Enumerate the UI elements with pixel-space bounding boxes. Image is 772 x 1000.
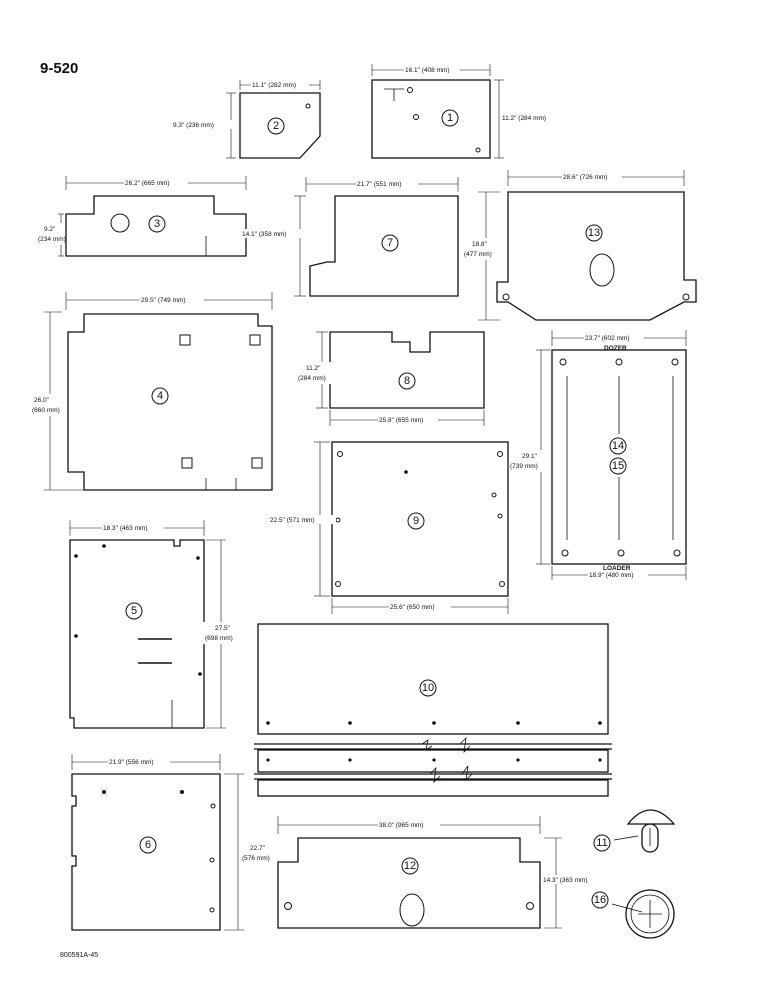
p14-height-mm: (739 mm)	[510, 463, 538, 470]
panel-12: 38.0" (965 mm) 14.3" (363 mm) 12	[277, 816, 608, 929]
p8-width-dim: 25.8" (655 mm)	[379, 417, 424, 424]
p1-height-dim: 11.2" (284 mm)	[502, 115, 546, 122]
p12-width-dim: 38.0" (965 mm)	[379, 822, 424, 829]
p9-width-dim: 25.6" (650 mm)	[390, 604, 435, 611]
p5-height-mm: (698 mm)	[205, 635, 233, 642]
p14-width-dim: 23.7" (602 mm)	[585, 335, 630, 342]
p5-height-in: 27.5"	[215, 625, 231, 632]
panel-1: 16.1" (408 mm) 11.2" (284 mm) 1	[371, 64, 546, 159]
panel-8: 11.2" (284 mm) 25.8" (655 mm) 8	[296, 331, 485, 426]
callout-2: 2	[273, 120, 279, 132]
panel-13: 28.6" (726 mm) 18.8" (477 mm) 13	[462, 170, 697, 321]
p4-height-mm: (660 mm)	[32, 407, 60, 414]
panel-14-15: 23.7" (602 mm) DOZER 29.1" (739 mm) LOAD…	[508, 330, 687, 580]
p14-height-in: 29.1"	[522, 453, 538, 460]
p6-height-mm: (576 mm)	[242, 855, 270, 862]
page-number: 9-520	[40, 60, 79, 77]
p13-width-dim: 28.6" (726 mm)	[563, 174, 608, 181]
panel-9: 22.5" (571 mm) 25.6" (650 mm) 9	[268, 441, 509, 614]
dozer-label: DOZER	[604, 345, 627, 352]
p12-height-dim: 14.3" (363 mm)	[543, 877, 588, 884]
callout-14: 14	[612, 440, 624, 452]
callout-15: 15	[612, 460, 624, 472]
callout-13: 13	[588, 227, 600, 239]
callout-9: 9	[413, 515, 419, 527]
callout-3: 3	[154, 218, 160, 230]
p4-height-in: 26.0"	[34, 397, 50, 404]
p2-height-dim: 9.3" (236 mm)	[173, 122, 214, 129]
callout-4: 4	[157, 390, 163, 402]
callout-12: 12	[404, 860, 416, 872]
p3-height-in: 9.2"	[44, 226, 56, 233]
p7-width-dim: 21.7" (551 mm)	[357, 181, 402, 188]
panel-3: 26.2" (665 mm) 9.2" (234 mm) 3	[38, 176, 247, 257]
footer-code: 800591A-45	[60, 952, 99, 959]
loader-label: LOADER	[603, 565, 631, 572]
callout-1: 1	[447, 112, 453, 124]
part-11-rivet: 11	[593, 809, 676, 853]
callout-11: 11	[596, 837, 607, 849]
p3-height-mm: (234 mm)	[38, 236, 66, 243]
p5-width-dim: 18.3" (463 mm)	[103, 525, 148, 532]
panel-7: 21.7" (551 mm) 14.1" (358 mm) 7	[240, 177, 459, 297]
p13-height-mm: (477 mm)	[464, 251, 492, 258]
callout-8: 8	[404, 375, 410, 387]
panel-6: 21.9" (556 mm) 22.7" (576 mm) 6	[71, 754, 276, 931]
p3-width-dim: 26.2" (665 mm)	[125, 180, 170, 187]
callout-6: 6	[145, 839, 151, 851]
panel-2: 11.1" (282 mm) 9.3" (236 mm) 2	[172, 80, 321, 159]
panel-5: 18.3" (463 mm) 27.5" (698 mm) 5	[69, 520, 247, 729]
p1-width-dim: 16.1" (408 mm)	[405, 67, 450, 74]
p6-height-in: 22.7"	[250, 845, 266, 852]
part-16-retainer: 16	[591, 889, 675, 939]
callout-10: 10	[422, 682, 434, 694]
panel-4: 29.5" (749 mm) 26.0" (660 mm) 4	[30, 292, 273, 491]
callout-7: 7	[387, 237, 393, 249]
p6-width-dim: 21.9" (556 mm)	[109, 759, 154, 766]
p2-width-dim: 11.1" (282 mm)	[252, 82, 296, 89]
p15-width-dim: 18.9" (480 mm)	[589, 572, 634, 579]
p9-height-dim: 22.5" (571 mm)	[270, 517, 315, 524]
p8-height-mm: (284 mm)	[298, 375, 326, 382]
callout-5: 5	[131, 605, 137, 617]
p7-height-dim: 14.1" (358 mm)	[242, 231, 287, 238]
p13-height-in: 18.8"	[472, 241, 488, 248]
callout-16: 16	[594, 894, 606, 906]
panel-10: 10	[254, 623, 612, 797]
p4-width-dim: 29.5" (749 mm)	[141, 297, 186, 304]
p8-height-in: 11.2"	[306, 365, 321, 372]
